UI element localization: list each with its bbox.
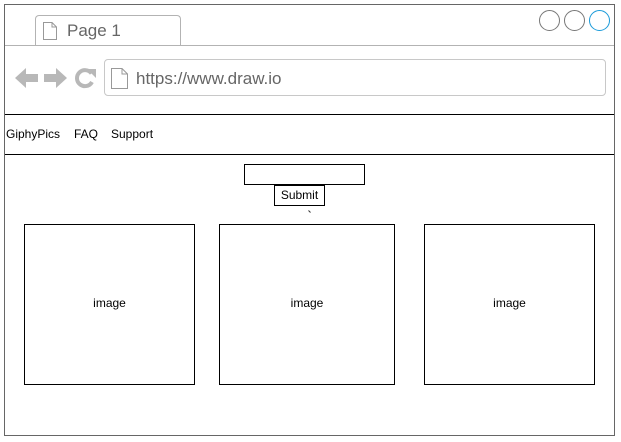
window-controls bbox=[539, 10, 611, 32]
nav-link-giphypics[interactable]: GiphyPics bbox=[6, 127, 61, 141]
tab-title: Page 1 bbox=[67, 21, 121, 40]
arrow-right-icon[interactable] bbox=[43, 67, 67, 89]
nav-link-faq[interactable]: FAQ bbox=[74, 127, 99, 141]
address-bar[interactable]: https://www.draw.io bbox=[104, 59, 606, 96]
browser-window: Page 1 https://www.draw.io GiphyPics FAQ… bbox=[4, 4, 615, 436]
document-icon bbox=[43, 22, 57, 40]
window-control-circle[interactable] bbox=[539, 10, 560, 31]
window-control-circle[interactable] bbox=[589, 10, 610, 31]
image-label: image bbox=[493, 296, 526, 310]
reload-icon[interactable] bbox=[73, 67, 97, 89]
url-text: https://www.draw.io bbox=[136, 69, 282, 88]
image-label: image bbox=[290, 296, 324, 310]
site-navbar: GiphyPics FAQ Support bbox=[5, 114, 614, 155]
window-control-circle[interactable] bbox=[564, 10, 585, 31]
image-placeholder[interactable]: image bbox=[24, 224, 195, 385]
image-placeholder[interactable]: image bbox=[424, 224, 595, 385]
document-icon bbox=[111, 68, 128, 89]
tab-bar-divider bbox=[5, 45, 614, 46]
browser-tab[interactable]: Page 1 bbox=[35, 15, 181, 46]
submit-button[interactable]: Submit bbox=[274, 185, 325, 206]
search-input[interactable] bbox=[244, 164, 365, 185]
stray-mark bbox=[308, 210, 311, 213]
arrow-left-icon[interactable] bbox=[15, 67, 39, 89]
image-placeholder[interactable]: image bbox=[219, 224, 395, 385]
nav-link-support[interactable]: Support bbox=[111, 127, 154, 141]
image-label: image bbox=[93, 296, 126, 310]
